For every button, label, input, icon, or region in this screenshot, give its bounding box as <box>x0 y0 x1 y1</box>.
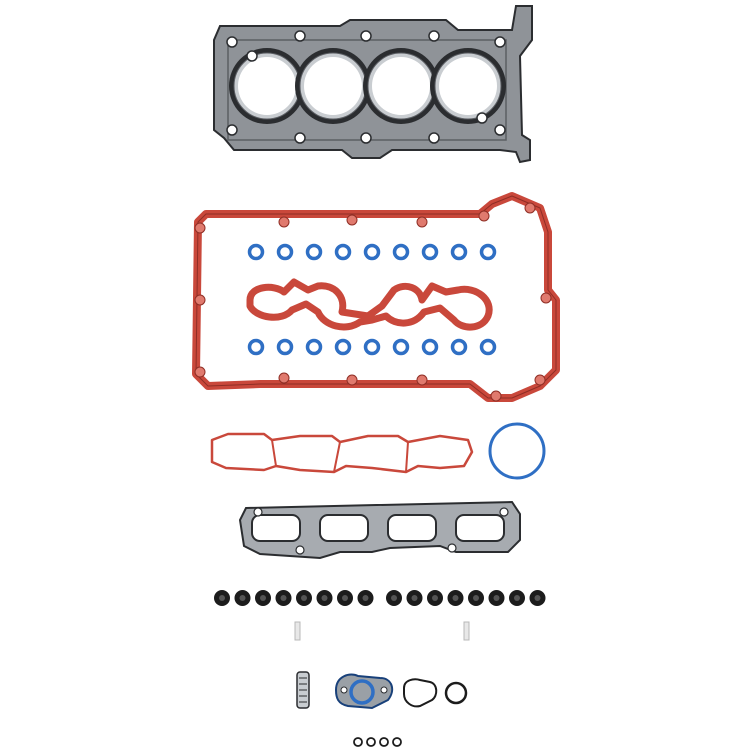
valve-cover-lug <box>278 216 290 228</box>
valve-cover-lug <box>540 292 552 304</box>
o-ring-icon <box>392 243 410 261</box>
bolt-hole-icon <box>295 545 305 555</box>
head-gasket-inner-bead <box>227 39 507 141</box>
o-ring-icon <box>305 243 323 261</box>
valve-cover-lug <box>194 222 206 234</box>
valve-stem-seal-hole <box>301 595 307 601</box>
bolt-hole-icon <box>476 112 488 124</box>
bolt-hole-icon <box>294 132 306 144</box>
o-ring-icon <box>353 737 363 747</box>
bolt-hole-icon <box>246 50 258 62</box>
o-ring-icon <box>247 243 265 261</box>
o-ring-icon <box>392 338 410 356</box>
valve-cover-lug <box>416 374 428 386</box>
bolt-hole-icon <box>360 30 372 42</box>
cylinder-bore-icon <box>238 57 296 115</box>
o-ring-icon <box>366 737 376 747</box>
cylinder-bore-icon <box>372 57 430 115</box>
o-ring-icon <box>334 243 352 261</box>
o-ring-icon <box>479 338 497 356</box>
o-ring-icon <box>392 737 402 747</box>
outlet-gasket-icon <box>403 678 438 708</box>
valve-stem-seal-hole <box>280 595 287 601</box>
valve-stem-seal-hole <box>432 595 438 601</box>
valve-cover-lug <box>490 390 502 402</box>
o-ring-icon <box>363 338 381 356</box>
bolt-hole-icon <box>494 36 506 48</box>
valve-stem-seal-hole <box>514 595 520 601</box>
o-ring-icon <box>421 338 439 356</box>
small-o-ring-icon <box>444 681 468 705</box>
o-ring-icon <box>305 338 323 356</box>
valve-stem-seal-hole <box>219 595 225 601</box>
thermostat-gasket-icon <box>334 673 394 710</box>
bolt-hole-icon <box>360 132 372 144</box>
spark-plug-tube-gasket <box>246 278 493 331</box>
cylinder-bore-icon <box>439 57 497 115</box>
bolt-hole-icon <box>428 30 440 42</box>
pcv-filter-icon <box>296 671 310 709</box>
o-ring-icon <box>421 243 439 261</box>
valve-stem-seal-hole <box>493 595 500 601</box>
round-o-ring-icon <box>488 422 546 480</box>
valve-cover-gasket-icon <box>192 192 560 402</box>
bolt-hole-icon <box>428 132 440 144</box>
o-ring-icon <box>450 243 468 261</box>
valve-cover-lug <box>346 374 358 386</box>
bolt-hole-icon <box>494 124 506 136</box>
exhaust-manifold-gasket-icon <box>238 500 521 560</box>
bolt-hole-icon <box>499 507 509 517</box>
o-ring-icon <box>276 338 294 356</box>
valve-stem-seal-hole <box>534 595 541 601</box>
valve-cover-lug <box>194 294 206 306</box>
bolt-hole-icon <box>226 36 238 48</box>
valve-stem-seal-hole <box>391 595 397 601</box>
valve-cover-lug <box>478 210 490 222</box>
valve-cover-lug <box>524 202 536 214</box>
o-ring-icon <box>334 338 352 356</box>
o-ring-icon <box>379 737 389 747</box>
intake-gasket-dividers <box>271 439 409 473</box>
mini-o-rings-icon <box>353 737 402 747</box>
valve-stem-seal-hole <box>452 595 459 601</box>
o-ring-icon <box>276 243 294 261</box>
bolt-hole-icon <box>294 30 306 42</box>
valve-stem-seal-hole <box>411 595 418 601</box>
cylinder-bore-icon <box>304 57 362 115</box>
valve-stem-seal-hole <box>239 595 246 601</box>
o-ring-icon <box>450 338 468 356</box>
valve-stem-seal-hole <box>342 595 348 601</box>
o-ring-icon <box>479 243 497 261</box>
intake-manifold-gasket-icon <box>210 432 474 474</box>
exhaust-port-icon <box>455 514 505 542</box>
exhaust-port-icon <box>387 514 437 542</box>
valve-cover-outer-edge <box>195 195 557 399</box>
valve-cover-lug <box>346 214 358 226</box>
o-ring-icon <box>363 243 381 261</box>
plug-icon <box>294 621 301 641</box>
valve-stem-seals-icon <box>214 590 546 606</box>
valve-cover-lug <box>416 216 428 228</box>
valve-stem-seal-hole <box>473 595 479 601</box>
plug-icon <box>463 621 470 641</box>
valve-stem-seal-hole <box>362 595 369 601</box>
exhaust-port-icon <box>319 514 369 542</box>
bolt-hole-icon <box>447 543 457 553</box>
o-ring-icon <box>247 338 265 356</box>
valve-stem-seal-hole <box>321 595 328 601</box>
valve-cover-lug <box>194 366 206 378</box>
intake-gasket-outline <box>210 432 474 474</box>
exhaust-port-icon <box>251 514 301 542</box>
valve-cover-lug <box>278 372 290 384</box>
bolt-hole-icon <box>253 507 263 517</box>
valve-stem-seal-hole <box>260 595 266 601</box>
bolt-hole-icon <box>226 124 238 136</box>
valve-cover-lug <box>534 374 546 386</box>
cylinder-head-gasket-icon <box>213 5 533 164</box>
